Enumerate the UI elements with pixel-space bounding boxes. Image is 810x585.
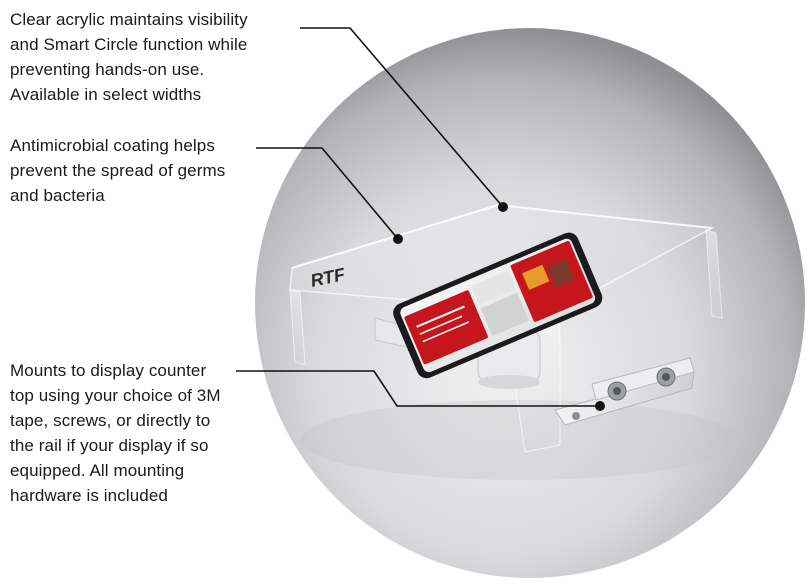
screen-product-image	[522, 264, 550, 290]
screen-banner-left	[404, 290, 488, 365]
leader-dot-mounting	[595, 401, 605, 411]
screen-banner-right	[510, 241, 593, 322]
screen-product-image-2	[547, 259, 575, 288]
acrylic-edge-highlight-2	[497, 204, 713, 229]
callout-visibility: Clear acrylic maintains visibility and S…	[10, 10, 248, 104]
leader-dot-antimicrobial	[393, 234, 403, 244]
mounting-bracket	[554, 357, 695, 426]
smartphone	[393, 232, 603, 379]
leader-lines	[236, 27, 600, 407]
screw-left	[607, 381, 627, 401]
acrylic-right-leg	[705, 229, 723, 319]
acrylic-left-leg	[289, 289, 306, 366]
screen-content-block	[471, 270, 516, 305]
leader-line-antimicrobial	[256, 147, 399, 240]
leader-dot-visibility	[498, 202, 508, 212]
screw-right	[656, 367, 676, 387]
screen-content-block-2	[480, 292, 530, 336]
leader-line-visibility	[300, 27, 504, 208]
leader-line-mounting	[236, 370, 600, 407]
floor-shadow	[300, 400, 740, 480]
callout-antimicrobial: Antimicrobial coating helps prevent the …	[10, 136, 226, 205]
callout-mounting: Mounts to display counter top using your…	[10, 361, 221, 505]
